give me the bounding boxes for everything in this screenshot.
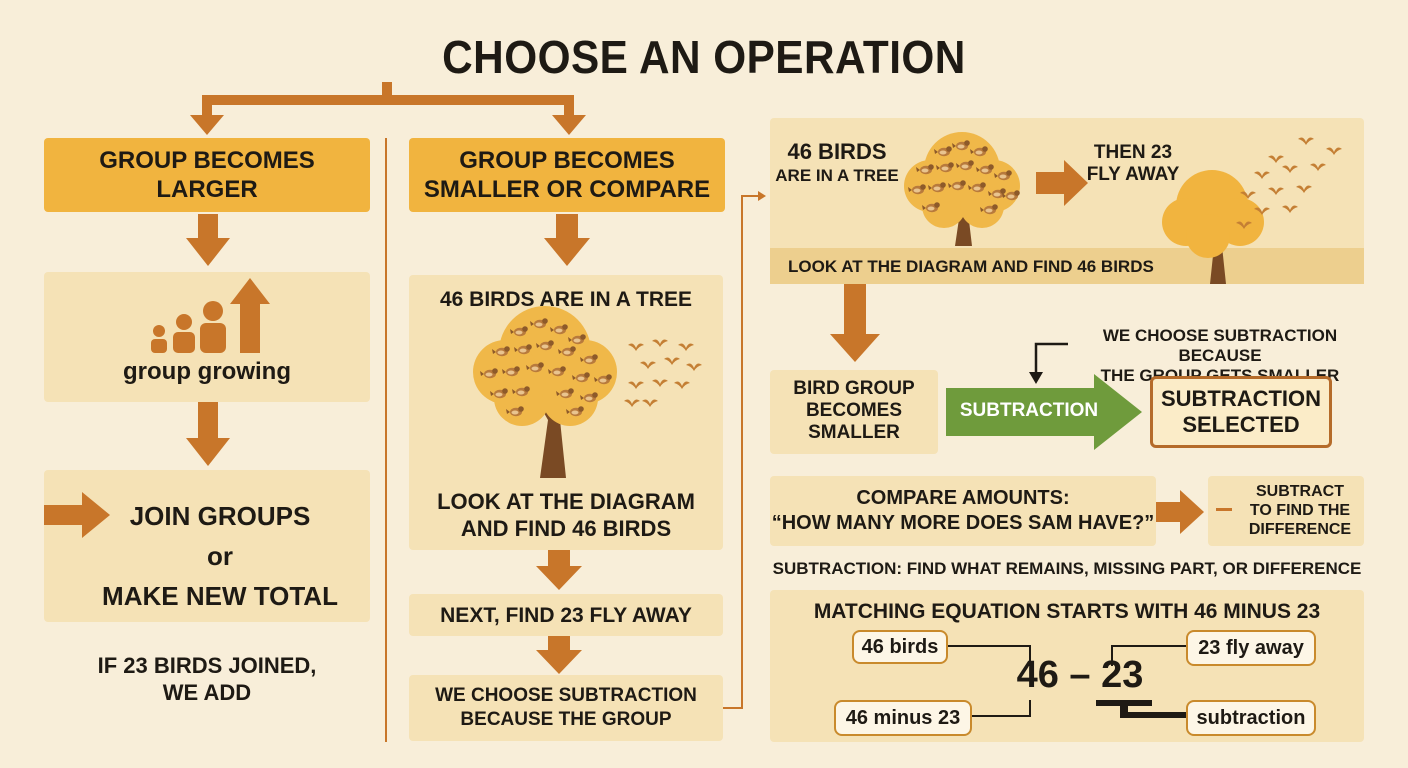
bird-group-panel — [770, 370, 938, 454]
arrow-down-right — [830, 284, 880, 362]
arrow-right-story — [1036, 160, 1088, 206]
tag-subtraction: subtraction — [1186, 700, 1316, 736]
join-note: IF 23 BIRDS JOINED, WE ADD — [97, 653, 317, 705]
group-growing-label: group growing — [123, 358, 291, 385]
tag-23-fly-away: 23 fly away — [1186, 630, 1316, 666]
arrow-down-left-1 — [186, 214, 230, 266]
subtract-dash — [1216, 508, 1232, 511]
choose-step-panel — [409, 675, 723, 741]
arrow-down-mid-3 — [536, 636, 582, 674]
subtraction-arrow — [946, 374, 1142, 450]
page-title: CHOOSE AN OPERATION — [442, 31, 966, 83]
tag-46-minus-23: 46 minus 23 — [834, 700, 972, 736]
compare-panel — [770, 476, 1156, 546]
arrow-right-join — [44, 492, 110, 538]
tree-icon-middle — [473, 306, 702, 478]
tag-46-birds: 46 birds — [852, 630, 948, 664]
subtraction-summary: SUBTRACTION: FIND WHAT REMAINS, MISSING … — [772, 559, 1362, 578]
subtraction-selected-box: SUBTRACTION SELECTED — [1150, 376, 1332, 448]
group-smaller-header: GROUP BECOMES SMALLER OR COMPARE — [409, 138, 725, 212]
subtract-find-text: SUBTRACT TO FIND THE DIFFERENCE — [1248, 483, 1352, 538]
tree-icon-after — [1162, 137, 1342, 284]
arrow-down-left-2 — [186, 402, 230, 466]
equation-connectors — [948, 645, 1188, 717]
diagram-text: LOOK AT THE DIAGRAM AND FIND 46 BIRDS — [437, 489, 695, 541]
equation: 46 – 23 — [1000, 654, 1160, 697]
top-split-connector — [190, 82, 586, 135]
equation-title: MATCHING EQUATION STARTS WITH 46 MINUS 2… — [813, 600, 1321, 623]
story-then-text: THEN 23 FLY AWAY — [1086, 142, 1180, 185]
arrow-down-mid-1 — [544, 214, 590, 266]
arrow-right-compare — [1156, 490, 1204, 534]
next-step-panel — [409, 594, 723, 636]
join-groups-panel — [44, 470, 370, 622]
reason-pointer — [1034, 342, 1068, 376]
bird-group-text: BIRD GROUP BECOMES SMALLER — [793, 378, 915, 443]
story-look-text: LOOK AT THE DIAGRAM AND FIND 46 BIRDS — [788, 257, 1154, 276]
subtraction-arrow-label: SUBTRACTION — [959, 400, 1099, 421]
tree-icon-full — [904, 132, 1020, 246]
connector-line — [723, 195, 760, 709]
group-larger-header: GROUP BECOMES LARGER — [44, 138, 370, 212]
join-groups-text: JOIN GROUPS or MAKE NEW TOTAL — [102, 501, 338, 611]
group-growing-icon — [151, 278, 270, 353]
subtract-find-panel — [1208, 476, 1364, 546]
story-look-strip — [770, 248, 1364, 284]
arrow-down-mid-2 — [536, 550, 582, 590]
equation-right: 23 — [1101, 654, 1144, 696]
story-birds-text: 46 BIRDS ARE IN A TREE — [775, 139, 899, 186]
choose-step-text: WE CHOOSE SUBTRACTION BECAUSE THE GROUP — [435, 685, 697, 730]
equation-op: – — [1069, 654, 1091, 696]
equation-left: 46 — [1016, 654, 1059, 696]
compare-text: COMPARE AMOUNTS: “HOW MANY MORE DOES SAM… — [771, 487, 1155, 534]
tree-caption: 46 BIRDS ARE IN A TREE — [439, 288, 693, 311]
next-step-text: NEXT, FIND 23 FLY AWAY — [440, 604, 692, 627]
